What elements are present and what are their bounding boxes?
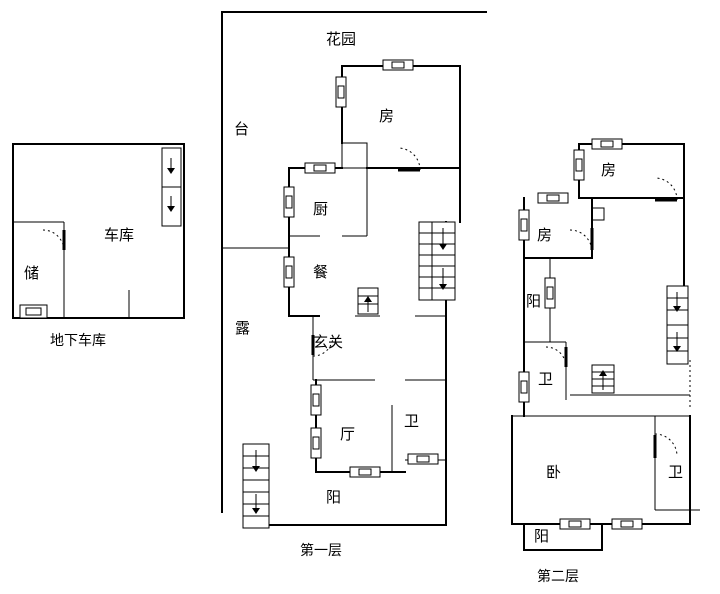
- floor1-terrace-stair: [242, 443, 270, 529]
- floor2-small-stair: [591, 364, 615, 394]
- basement-plan: [12, 143, 185, 319]
- floor1-window-top: [382, 59, 414, 71]
- floor1-window-living-left-2: [310, 427, 322, 459]
- floor1-main-stair: [418, 221, 456, 301]
- master-bedroom-label: 卧: [546, 463, 561, 481]
- floor1-window-dining-left: [283, 256, 295, 288]
- floor1-window-living-left-1: [310, 384, 322, 416]
- floor2-bedroom-top-label: 房: [601, 161, 616, 179]
- floor1-window-kitchen-top: [304, 162, 336, 174]
- basement-outer-wall: [12, 143, 185, 319]
- floor2-main-stair: [666, 285, 689, 365]
- floor2-window-balcony: [544, 277, 556, 309]
- foyer-label: 玄关: [313, 333, 343, 351]
- foyer-door-swing: [312, 335, 334, 357]
- floor1-caption: 第一层: [300, 542, 342, 559]
- floor2-caption: 第二层: [537, 568, 579, 585]
- bath-left-door-swing: [545, 346, 567, 368]
- floor1-window-bath: [407, 453, 439, 465]
- floor2-window-master-1: [559, 518, 591, 530]
- storage-label: 储: [24, 264, 39, 282]
- floor2-window-top: [591, 138, 623, 150]
- floor1-balcony-label: 阳: [326, 488, 341, 506]
- floor2-shaft: [591, 207, 605, 221]
- flue-shaft: [341, 142, 368, 169]
- living-label: 厅: [340, 425, 355, 443]
- floor1-plan: [221, 11, 487, 529]
- master-bedroom-wall: [511, 415, 691, 525]
- floor2-balcony-bottom-label: 阳: [534, 527, 549, 545]
- floor2-bedroom-door-swing: [654, 177, 678, 201]
- floor1-bedroom-label: 房: [379, 107, 394, 125]
- floor2-window-master-2: [611, 518, 643, 530]
- floor2-window-mid-top: [537, 192, 569, 204]
- kitchen-wall: [288, 167, 343, 317]
- floor2-window-mid-left: [518, 209, 530, 241]
- floor2-window-left-top: [573, 149, 585, 181]
- bedroom-wall: [341, 65, 461, 223]
- floor2-top-wall: [578, 143, 685, 287]
- basement-window: [19, 304, 48, 319]
- dining-label: 餐: [313, 263, 328, 281]
- terrace-top-label: 台: [234, 120, 249, 138]
- floor2-window-bath-left: [518, 371, 530, 403]
- basement-caption: 地下车库: [50, 332, 106, 349]
- garden-label: 花园: [326, 30, 356, 48]
- floor1-small-stair: [357, 287, 379, 315]
- storage-door-swing: [42, 229, 65, 252]
- floor1-window-bedroom-left: [335, 76, 347, 108]
- floor2-balcony-mid-label: 阳: [526, 292, 541, 310]
- floor2-plan: [511, 138, 700, 551]
- garage-label: 车库: [104, 226, 134, 244]
- floor2-bedroom-mid-label: 房: [537, 226, 552, 244]
- basement-stair: [161, 147, 182, 227]
- floor1-window-kitchen-left: [283, 186, 295, 218]
- floor2-mid-bedroom-swing: [569, 229, 593, 253]
- terrace-bottom-label: 露: [235, 319, 250, 337]
- kitchen-label: 厨: [313, 200, 328, 218]
- floor2-bath-left-label: 卫: [538, 370, 553, 388]
- floor2-balcony-wall: [523, 523, 603, 551]
- bath-right-door-swing: [654, 433, 678, 457]
- floor2-mid-bedroom-wall: [523, 197, 593, 259]
- floor2-bath-right-label: 卫: [668, 463, 683, 481]
- bedroom-door-swing: [397, 147, 421, 171]
- floor1-window-living-bottom: [349, 466, 381, 478]
- floor1-bath-label: 卫: [404, 412, 419, 430]
